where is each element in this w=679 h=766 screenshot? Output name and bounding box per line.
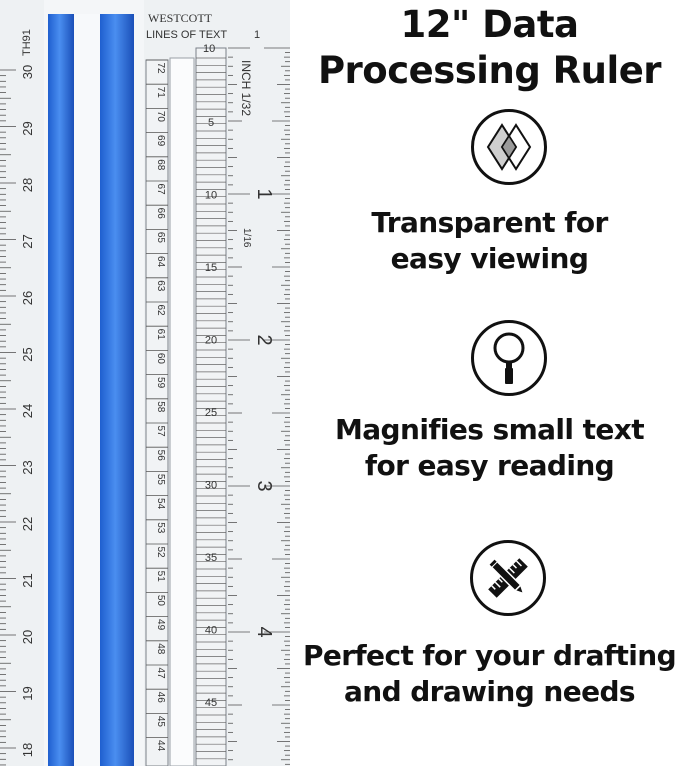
line-count-number: 58 bbox=[155, 401, 166, 413]
cm-number: 28 bbox=[20, 178, 35, 192]
line-count-number: 56 bbox=[155, 450, 166, 462]
lines-top-number: 10 bbox=[203, 43, 215, 55]
feature-magnifies-line-2: for easy reading bbox=[364, 449, 615, 482]
line-count-number: 50 bbox=[155, 595, 166, 607]
feature-magnifies-line-1: Magnifies small text bbox=[334, 413, 645, 446]
line-count-number: 53 bbox=[155, 522, 166, 534]
cm-number: 20 bbox=[20, 630, 35, 644]
cm-number: 29 bbox=[20, 121, 35, 135]
line-count-number: 59 bbox=[155, 377, 166, 389]
transparent-diamond-icon bbox=[471, 109, 547, 185]
lines-number: 15 bbox=[205, 262, 217, 274]
line-count-number: 66 bbox=[155, 208, 166, 220]
feature-magnifies: Magnifies small text for easy reading bbox=[300, 412, 679, 484]
line-count-number: 55 bbox=[155, 474, 166, 486]
feature-drafting: Perfect for your drafting and drawing ne… bbox=[300, 638, 679, 710]
title-line-1: 12" Data bbox=[400, 3, 579, 46]
line-count-number: 47 bbox=[155, 667, 166, 679]
feature-transparent-line-2: easy viewing bbox=[390, 242, 589, 275]
blue-stripe-left bbox=[48, 14, 74, 766]
cm-number: 26 bbox=[20, 291, 35, 305]
cm-number: 21 bbox=[20, 573, 35, 587]
lines-number: 10 bbox=[205, 190, 217, 202]
lines-number: 25 bbox=[205, 407, 217, 419]
page-title: 12" Data Processing Ruler bbox=[300, 2, 679, 94]
line-count-number: 69 bbox=[155, 135, 166, 147]
line-count-number: 52 bbox=[155, 546, 166, 558]
line-count-number: 71 bbox=[155, 87, 166, 99]
lines-number: 5 bbox=[208, 117, 214, 129]
line-count-number: 72 bbox=[155, 62, 166, 74]
ruler-drawing: 3029282726252423222120191872717069686766… bbox=[0, 0, 290, 766]
line-count-number: 48 bbox=[155, 643, 166, 655]
feature-transparent-line-1: Transparent for bbox=[371, 206, 608, 239]
inch-label: INCH 1/32 bbox=[239, 60, 253, 116]
line-count-number: 44 bbox=[155, 740, 166, 752]
cm-number: 24 bbox=[20, 404, 35, 418]
inch-number: 1 bbox=[253, 188, 275, 199]
line-count-number: 60 bbox=[155, 353, 166, 365]
inch-number: 2 bbox=[253, 334, 275, 345]
cm-number: 23 bbox=[20, 460, 35, 474]
line-count-number: 64 bbox=[155, 256, 166, 268]
feature-panel: 12" Data Processing Ruler Transparent fo… bbox=[300, 0, 679, 766]
magnifying-glass-icon bbox=[471, 320, 547, 396]
lines-of-text-label: LINES OF TEXT bbox=[146, 29, 227, 41]
cm-number: 25 bbox=[20, 347, 35, 361]
line-count-number: 61 bbox=[155, 329, 166, 341]
cm-number: 30 bbox=[20, 65, 35, 79]
cm-number: 19 bbox=[20, 686, 35, 700]
feature-drafting-line-1: Perfect for your drafting bbox=[302, 639, 677, 672]
lines-number: 40 bbox=[205, 625, 217, 637]
inch-number: 3 bbox=[253, 480, 275, 491]
line-count-number: 63 bbox=[155, 280, 166, 292]
line-count-number: 67 bbox=[155, 183, 166, 195]
brand-label: WESTCOTT bbox=[148, 11, 213, 25]
line-count-number: 49 bbox=[155, 619, 166, 631]
lines-number: 20 bbox=[205, 335, 217, 347]
inch-number: 4 bbox=[253, 626, 275, 637]
blue-stripe-right bbox=[100, 14, 134, 766]
cm-number: 27 bbox=[20, 234, 35, 248]
lines-start-label: 1 bbox=[254, 29, 260, 41]
sixteenth-label: 1/16 bbox=[241, 228, 252, 248]
feature-drafting-line-2: and drawing needs bbox=[344, 675, 636, 708]
line-count-number: 54 bbox=[155, 498, 166, 510]
line-count-number: 45 bbox=[155, 716, 166, 728]
title-line-2: Processing Ruler bbox=[317, 49, 662, 92]
model-label: TH91 bbox=[21, 29, 33, 56]
cm-number: 22 bbox=[20, 517, 35, 531]
lines-number: 35 bbox=[205, 552, 217, 564]
lines-number: 45 bbox=[205, 697, 217, 709]
cm-number: 18 bbox=[20, 743, 35, 757]
lines-number: 30 bbox=[205, 480, 217, 492]
line-count-number: 51 bbox=[155, 571, 166, 583]
line-count-number: 57 bbox=[155, 425, 166, 437]
ruler-pencil-icon bbox=[470, 540, 546, 616]
line-count-number: 70 bbox=[155, 111, 166, 123]
line-count-number: 46 bbox=[155, 692, 166, 704]
feature-transparent: Transparent for easy viewing bbox=[300, 205, 679, 277]
line-count-number: 65 bbox=[155, 232, 166, 244]
line-count-number: 62 bbox=[155, 304, 166, 316]
line-count-number: 68 bbox=[155, 159, 166, 171]
